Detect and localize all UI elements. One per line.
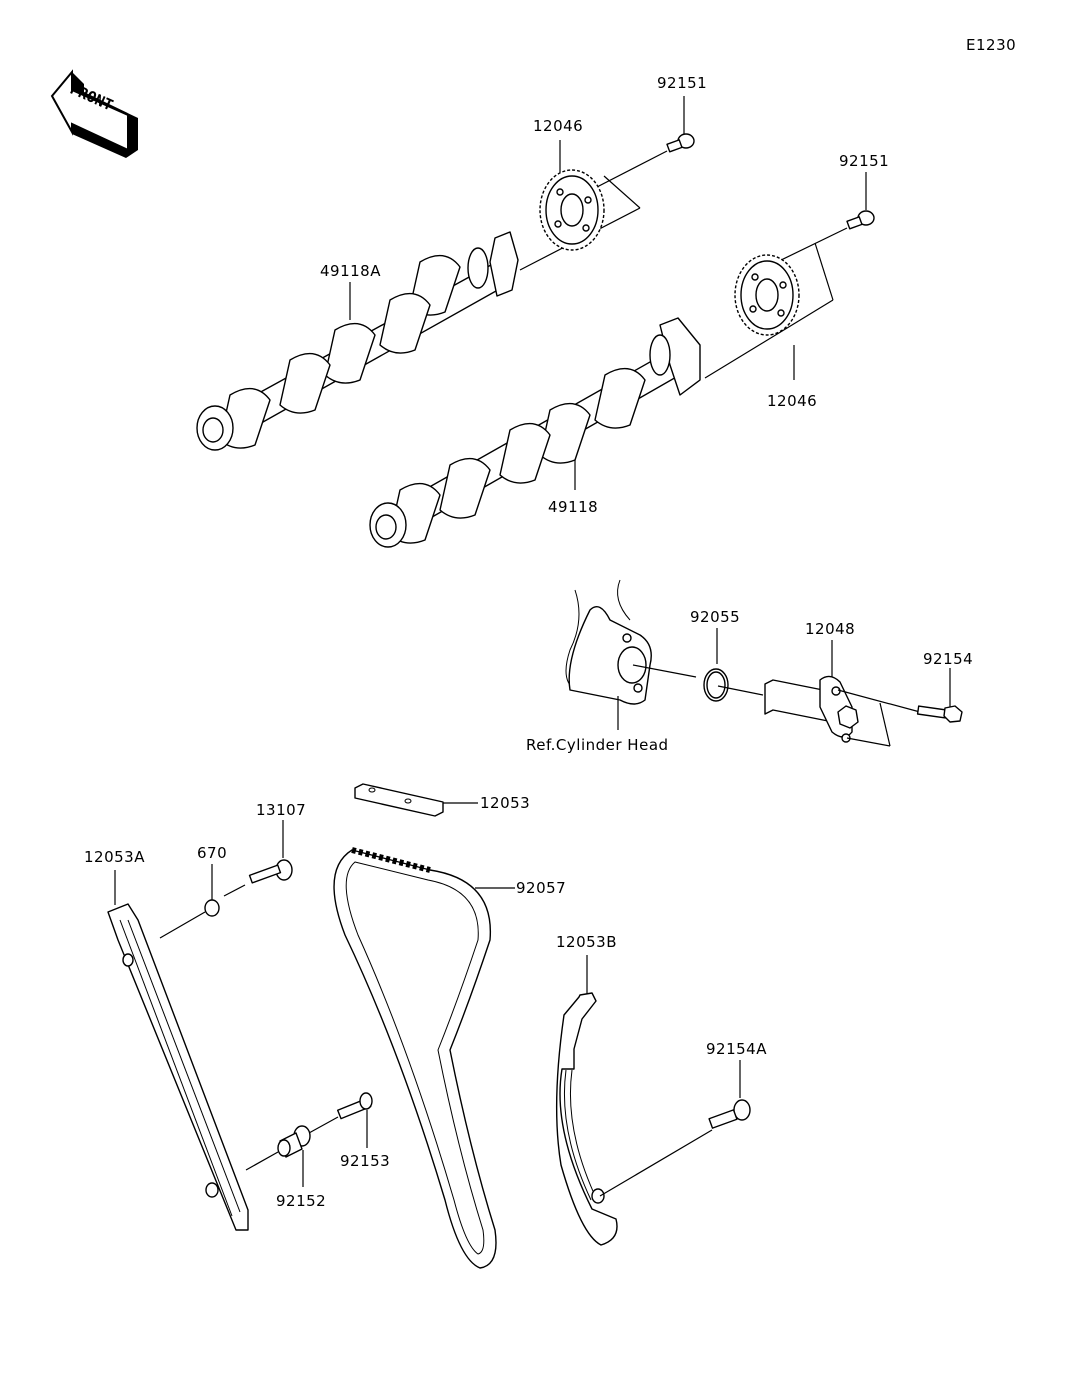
label-12048: 12048 bbox=[805, 620, 855, 638]
part-92152[interactable]: 92152 bbox=[245, 1125, 326, 1210]
part-49118A[interactable]: 49118A bbox=[196, 231, 519, 451]
reference-note-label: Ref.Cylinder Head bbox=[526, 736, 669, 754]
part-13107[interactable]: 13107 bbox=[223, 801, 306, 897]
label-92154A: 92154A bbox=[706, 1040, 767, 1058]
label-92057: 92057 bbox=[516, 879, 566, 897]
part-92057[interactable]: 92057 bbox=[333, 847, 566, 1269]
part-92151-b[interactable]: 92151 bbox=[704, 152, 889, 379]
label-92152: 92152 bbox=[276, 1192, 326, 1210]
label-670: 670 bbox=[197, 844, 227, 862]
part-12053B[interactable]: 12053B bbox=[555, 933, 713, 1246]
label-92153: 92153 bbox=[340, 1152, 390, 1170]
front-arrow-icon: FRONT bbox=[50, 69, 138, 158]
part-92151-a[interactable]: 92151 bbox=[519, 74, 707, 271]
part-49118[interactable]: 49118 bbox=[369, 317, 701, 548]
label-92154: 92154 bbox=[923, 650, 973, 668]
label-12053B: 12053B bbox=[556, 933, 617, 951]
part-92154A[interactable]: 92154A bbox=[706, 1040, 767, 1129]
part-12046-b[interactable]: 12046 bbox=[734, 254, 817, 410]
part-12046-a[interactable]: 12046 bbox=[533, 117, 605, 251]
label-12053A: 12053A bbox=[84, 848, 145, 866]
part-12053[interactable]: 12053 bbox=[354, 783, 530, 817]
part-12053A[interactable]: 12053A bbox=[84, 848, 249, 1231]
label-92151-a: 92151 bbox=[657, 74, 707, 92]
part-92154[interactable]: 92154 bbox=[916, 650, 974, 723]
part-92153[interactable]: 92153 bbox=[308, 1092, 390, 1170]
diagram-code: E1230 bbox=[966, 36, 1016, 54]
label-49118A: 49118A bbox=[320, 262, 381, 280]
part-670[interactable]: 670 bbox=[159, 844, 227, 939]
label-12046-a: 12046 bbox=[533, 117, 583, 135]
part-92055[interactable]: 92055 bbox=[690, 608, 764, 702]
label-12046-b: 12046 bbox=[767, 392, 817, 410]
label-13107: 13107 bbox=[256, 801, 306, 819]
label-49118: 49118 bbox=[548, 498, 598, 516]
label-92151-b: 92151 bbox=[839, 152, 889, 170]
label-92055: 92055 bbox=[690, 608, 740, 626]
cylinder-head-reference: Ref.Cylinder Head bbox=[526, 579, 697, 754]
label-12053: 12053 bbox=[480, 794, 530, 812]
part-12048[interactable]: 12048 bbox=[764, 620, 921, 747]
